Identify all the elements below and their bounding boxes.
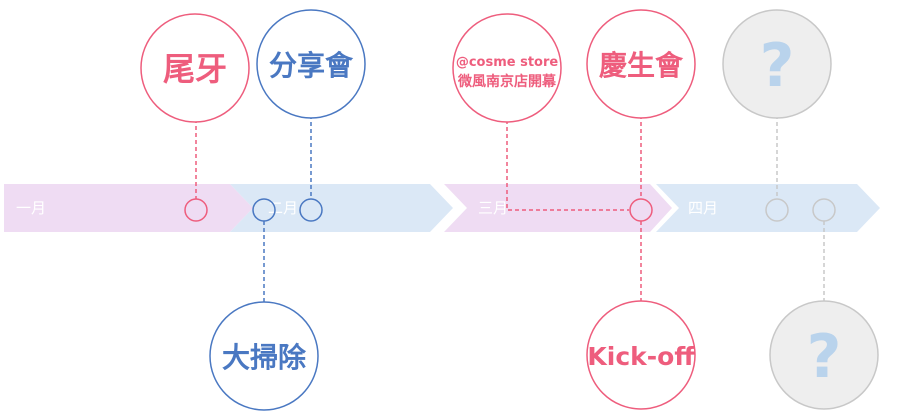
month-band-2: [230, 184, 453, 232]
month-label-1: 一月: [16, 199, 46, 217]
marker-unknown-bottom: [812, 198, 836, 222]
month-label-2: 二月: [268, 199, 298, 217]
event-bubble-cleaning: [209, 301, 319, 411]
marker-weiya: [184, 198, 208, 222]
event-label-store-opening-line1: @cosme store: [456, 55, 559, 70]
marker-sharing: [299, 198, 323, 222]
event-bubble-weiya: [140, 13, 250, 123]
question-mark-bottom: ?: [807, 322, 842, 392]
month-band-3: [444, 184, 672, 232]
event-label-birthday: 慶生會: [599, 49, 684, 82]
event-label-cleaning: 大掃除: [222, 341, 307, 374]
marker-birthday: [629, 198, 653, 222]
connector-store-opening: [506, 120, 629, 211]
question-mark-top: ?: [760, 31, 795, 101]
event-bubble-unknown-top: [722, 9, 832, 119]
event-label-store-opening-line2: 微風南京店開幕: [457, 73, 557, 90]
month-label-4: 四月: [688, 199, 718, 217]
month-label-3: 三月: [478, 199, 508, 217]
event-bubble-kickoff: [586, 300, 696, 410]
event-bubble-sharing: [256, 9, 366, 119]
marker-cleaning: [252, 198, 276, 222]
event-label-sharing: 分享會: [269, 49, 354, 82]
event-bubble-birthday: [586, 9, 696, 119]
month-band-4: [656, 184, 880, 232]
event-bubble-store-opening: [452, 13, 562, 123]
event-label-weiya: 尾牙: [163, 50, 227, 88]
event-bubble-unknown-bottom: [769, 300, 879, 410]
event-label-kickoff: Kick-off: [587, 342, 695, 371]
marker-unknown-top: [765, 198, 789, 222]
